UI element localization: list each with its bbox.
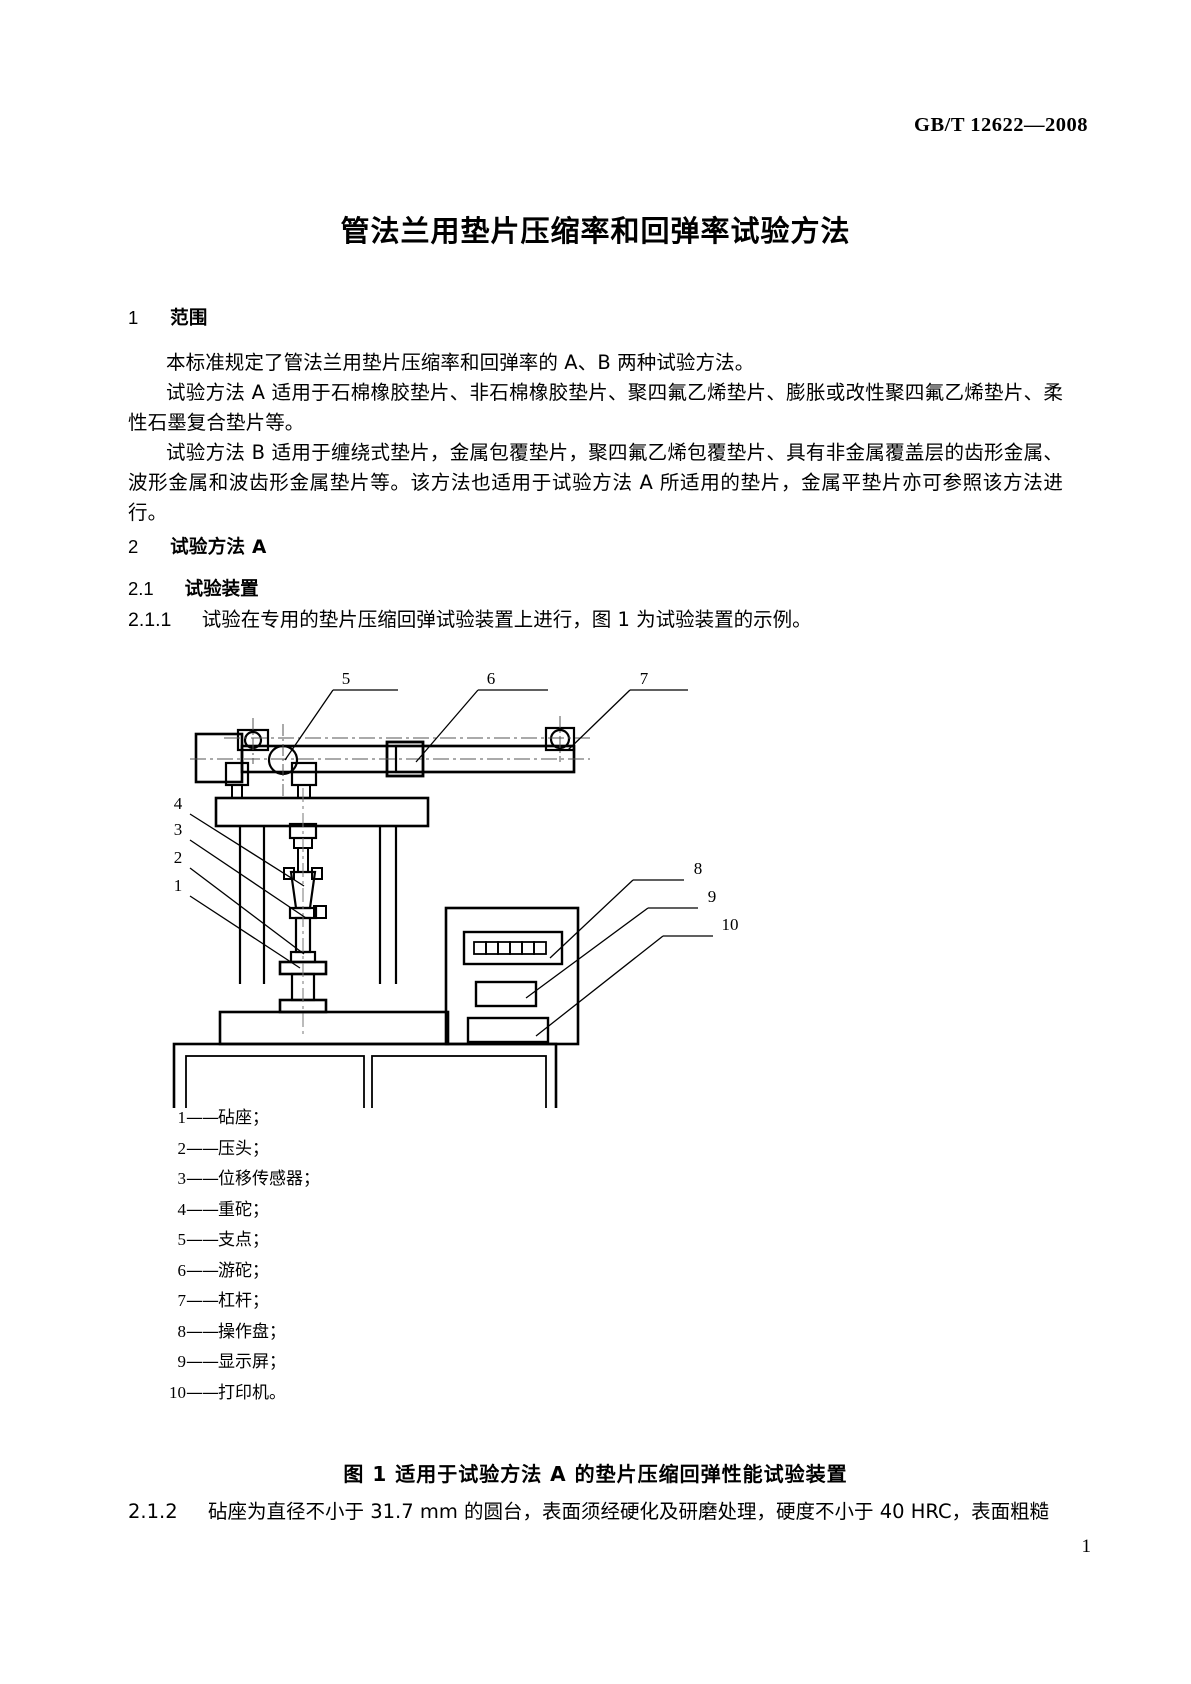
legend-item-8: 8——操作盘；	[160, 1317, 320, 1348]
legend-label: 位移传感器；	[218, 1169, 320, 1189]
legend-item-7: 7——杠杆；	[160, 1286, 320, 1317]
section-title-2-1: 试验装置	[184, 579, 259, 600]
legend-item-3: 3——位移传感器；	[160, 1164, 321, 1195]
legend-label: 砧座；	[218, 1108, 269, 1128]
legend-label: 操作盘；	[218, 1321, 286, 1342]
legend-label: 支点；	[218, 1230, 269, 1250]
callout-2: 2	[174, 848, 183, 867]
clause-text-2-1-2: 砧座为直径不小于 31.7 mm 的圆台，表面须经硬化及研磨处理，硬度不小于 4…	[208, 1500, 1050, 1523]
legend-item-6: 6——游砣；	[160, 1256, 320, 1287]
legend-item-1: 1——砧座；	[160, 1103, 320, 1134]
page-number: 1	[1081, 1536, 1092, 1557]
paragraph-scope-1: 本标准规定了管法兰用垫片压缩率和回弹率的 A、B 两种试验方法。	[166, 351, 755, 374]
legend-label: 重砣；	[218, 1199, 269, 1220]
section-heading-2-1: 2.1 试验装置	[128, 575, 1063, 601]
legend-label: 显示屏；	[218, 1352, 286, 1372]
legend-number: 1	[177, 1108, 187, 1127]
section-title-1: 范围	[170, 308, 208, 329]
section-number-2: 2	[128, 536, 139, 557]
callout-9: 9	[708, 887, 717, 906]
legend-number: 3	[177, 1169, 187, 1188]
figure-1-apparatus-diagram: 5 6 7 4 3 2 1 8 9 10	[128, 668, 1063, 1108]
legend-number: 5	[177, 1230, 187, 1249]
clause-number-2-1-1: 2.1.1	[128, 609, 172, 631]
paragraph-method-b: 试验方法 B 适用于缠绕式垫片，金属包覆垫片，聚四氟乙烯包覆垫片、具有非金属覆盖…	[128, 441, 1063, 524]
callout-7: 7	[640, 669, 649, 688]
legend-item-4: 4——重砣；	[160, 1195, 320, 1226]
figure-caption: 图 1 适用于试验方法 A 的垫片压缩回弹性能试验装置	[343, 1462, 848, 1486]
legend-number: 7	[177, 1291, 187, 1310]
callout-10: 10	[722, 915, 739, 934]
apparatus-svg: 5 6 7 4 3 2 1 8 9 10	[172, 669, 739, 1108]
running-header-standard-code: GB/T 12622—2008	[914, 114, 1088, 136]
page-title: 管法兰用垫片压缩率和回弹率试验方法	[340, 214, 851, 248]
legend-number: 9	[177, 1352, 187, 1371]
callout-4: 4	[174, 794, 183, 813]
clause-text-2-1-1: 试验在专用的垫片压缩回弹试验装置上进行，图 1 为试验装置的示例。	[201, 608, 812, 631]
legend-number: 4	[177, 1199, 187, 1219]
paragraph-method-a: 试验方法 A 适用于石棉橡胶垫片、非石棉橡胶垫片、聚四氟乙烯垫片、膨胀或改性聚四…	[128, 381, 1063, 434]
legend-item-9: 9——显示屏；	[160, 1347, 320, 1378]
legend-item-2: 2——压头；	[160, 1134, 320, 1165]
section-title-2: 试验方法 A	[170, 537, 267, 558]
callout-6: 6	[487, 669, 496, 688]
section-number-2-1: 2.1	[128, 578, 154, 599]
legend-number: 8	[177, 1321, 187, 1341]
figure-legend: 1——砧座； 2——压头； 3——位移传感器； 4——重砣； 5——支点； 6—…	[160, 1103, 320, 1408]
callout-1: 1	[174, 876, 183, 895]
callout-8: 8	[694, 859, 703, 878]
legend-number: 10	[169, 1382, 186, 1402]
legend-number: 6	[177, 1260, 187, 1280]
section-number-1: 1	[128, 307, 139, 328]
clause-number-2-1-2: 2.1.2	[128, 1500, 178, 1523]
legend-item-5: 5——支点；	[160, 1225, 320, 1256]
clause-2-1-1: 2.1.1 试验在专用的垫片压缩回弹试验装置上进行，图 1 为试验装置的示例。	[128, 605, 1063, 635]
clause-2-1-2: 2.1.2 砧座为直径不小于 31.7 mm 的圆台，表面须经硬化及研磨处理，硬…	[128, 1495, 1128, 1524]
section-heading-1: 1 范围	[128, 304, 1063, 330]
legend-label: 游砣；	[218, 1260, 269, 1281]
section-heading-2: 2 试验方法 A	[128, 533, 1063, 559]
legend-number: 2	[177, 1138, 187, 1158]
legend-label: 压头；	[218, 1138, 269, 1159]
legend-item-10: 10——打印机。	[160, 1378, 320, 1409]
callout-5: 5	[342, 669, 351, 688]
legend-label: 杠杆；	[218, 1291, 269, 1311]
legend-label: 打印机。	[218, 1382, 286, 1403]
callout-3: 3	[174, 820, 183, 839]
